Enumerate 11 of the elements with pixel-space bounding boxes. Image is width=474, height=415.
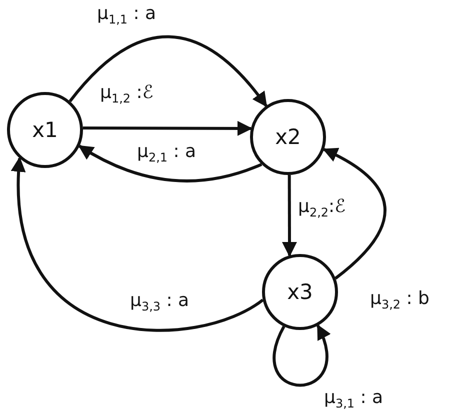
arrow <box>272 324 330 387</box>
arrow <box>12 156 264 332</box>
state-circle <box>7 92 83 168</box>
arrow <box>282 174 297 257</box>
arrow <box>322 148 386 280</box>
state-name: x3 <box>287 280 313 304</box>
arrow <box>78 144 262 182</box>
arrow <box>82 120 252 136</box>
state-name: x1 <box>32 118 58 142</box>
state-name: x2 <box>275 125 301 149</box>
arrow <box>68 35 268 108</box>
